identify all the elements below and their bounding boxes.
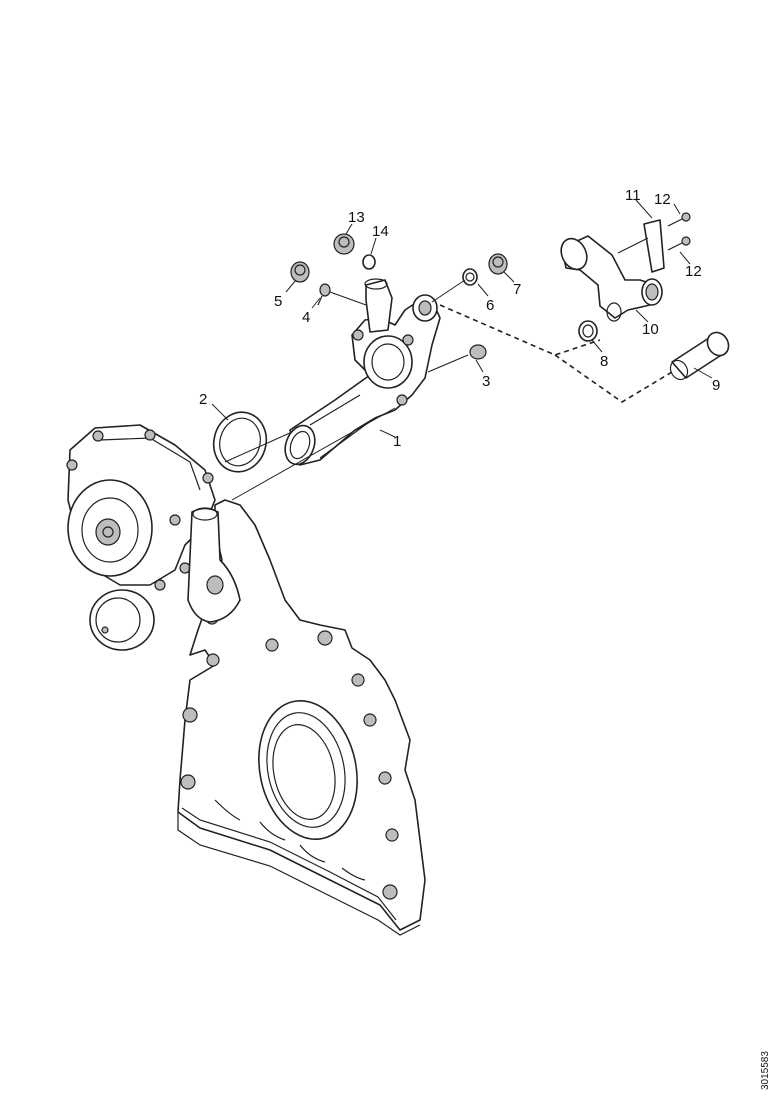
callout-8: 8: [600, 353, 608, 370]
callout-3: 3: [482, 373, 490, 390]
assembly-lines: [224, 279, 673, 501]
water-pump: [66, 424, 241, 651]
plug-part-5: [290, 261, 310, 283]
sensor-part-13: [333, 233, 355, 255]
front-cover-plate: [177, 499, 426, 936]
tube-part-9: [669, 331, 730, 381]
callout-12-upper: 12: [654, 191, 671, 208]
callout-12-lower: 12: [685, 263, 702, 280]
bolt-part-3: [427, 344, 487, 373]
callout-9: 9: [712, 377, 720, 394]
washer-part-4: [317, 283, 331, 306]
elbow-pipe-part-10: [560, 235, 663, 322]
callout-7: 7: [513, 281, 521, 298]
screw-part-12-upper: [667, 212, 691, 227]
seal-ring-part-14: [362, 254, 376, 270]
callout-11: 11: [625, 187, 641, 204]
bracket-part-11: [617, 219, 665, 273]
callout-1: 1: [393, 433, 401, 450]
o-ring-part-2: [212, 411, 268, 473]
callout-6: 6: [486, 297, 494, 314]
callout-14: 14: [372, 223, 389, 240]
thermostat-housing-part-1: [284, 278, 441, 466]
callout-5: 5: [274, 293, 282, 310]
callout-labels: 1 2 3 4 5 6 7 8 9 10 11 12 12 13 14: [199, 187, 720, 450]
screw-part-12-lower: [667, 236, 691, 251]
plug-part-7: [488, 253, 508, 275]
callout-2: 2: [199, 391, 207, 408]
callout-13: 13: [348, 209, 365, 226]
callout-leaders: [211, 199, 713, 438]
drawing-reference-number: 3015583: [760, 1051, 771, 1090]
callout-10: 10: [642, 321, 659, 338]
seal-ring-part-6: [462, 268, 478, 286]
callout-4: 4: [302, 309, 310, 326]
o-ring-part-8: [578, 320, 598, 342]
